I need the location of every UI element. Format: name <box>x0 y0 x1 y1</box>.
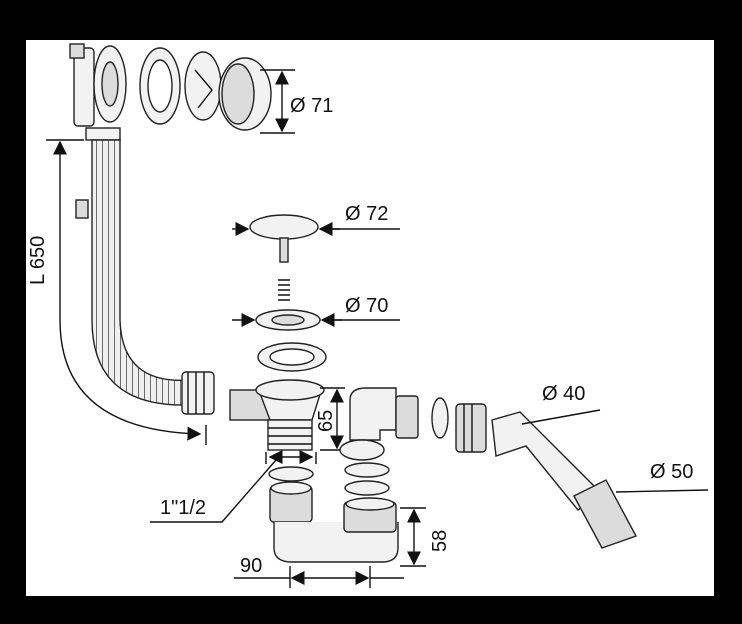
overflow-body <box>73 47 95 127</box>
elbow-nut <box>395 395 419 439</box>
plug-cap <box>249 214 319 240</box>
trap-seals <box>268 462 390 496</box>
waste-body <box>229 379 325 451</box>
pipe-40-label: Ø 40 <box>542 383 585 405</box>
dimension-overflow-cover: Ø 71 <box>260 69 333 134</box>
elbow-ring <box>339 439 385 461</box>
outlet-height-label: 65 <box>315 410 337 432</box>
strainer-washer <box>257 342 327 372</box>
strainer: Ø 70 <box>232 295 400 331</box>
trap-depth-label: 58 <box>429 530 451 552</box>
pipe-50-section <box>573 479 638 549</box>
plug-diameter-label: Ø 72 <box>345 203 388 225</box>
dimension-thread: 1"1/2 <box>150 450 317 523</box>
hose-clip <box>75 199 89 219</box>
pipe-nut <box>455 403 487 453</box>
length-label: L 650 <box>27 236 49 285</box>
elbow-washer <box>431 397 449 439</box>
plug-spring <box>278 279 290 301</box>
corrugated-hose <box>75 127 215 415</box>
hose-top-coupling <box>85 127 121 141</box>
pop-up-plug: Ø 72 <box>232 203 400 263</box>
body-thread <box>267 419 313 451</box>
strainer-diameter-label: Ø 70 <box>345 295 388 317</box>
dimension-trap-width: 90 <box>234 555 404 588</box>
pipe-40-section <box>491 411 602 511</box>
overflow-assembly <box>69 43 272 131</box>
dimension-length: L 650 <box>27 139 207 445</box>
overflow-screw-housing <box>69 43 85 59</box>
overflow-cover-frame <box>184 51 222 121</box>
overflow-diameter-label: Ø 71 <box>290 95 333 117</box>
outlet-elbow <box>339 387 487 461</box>
trap-width-label: 90 <box>240 555 262 577</box>
dimension-trap-depth: 58 <box>400 507 451 567</box>
bottle-trap <box>269 481 399 563</box>
angled-pipe: Ø 40 Ø 50 <box>491 383 709 549</box>
thread-label: 1"1/2 <box>160 497 206 519</box>
pipe-50-label: Ø 50 <box>650 461 693 483</box>
plug-stem <box>279 237 289 263</box>
hose-nut <box>181 371 215 415</box>
dimension-outlet-height: 65 <box>315 387 345 451</box>
